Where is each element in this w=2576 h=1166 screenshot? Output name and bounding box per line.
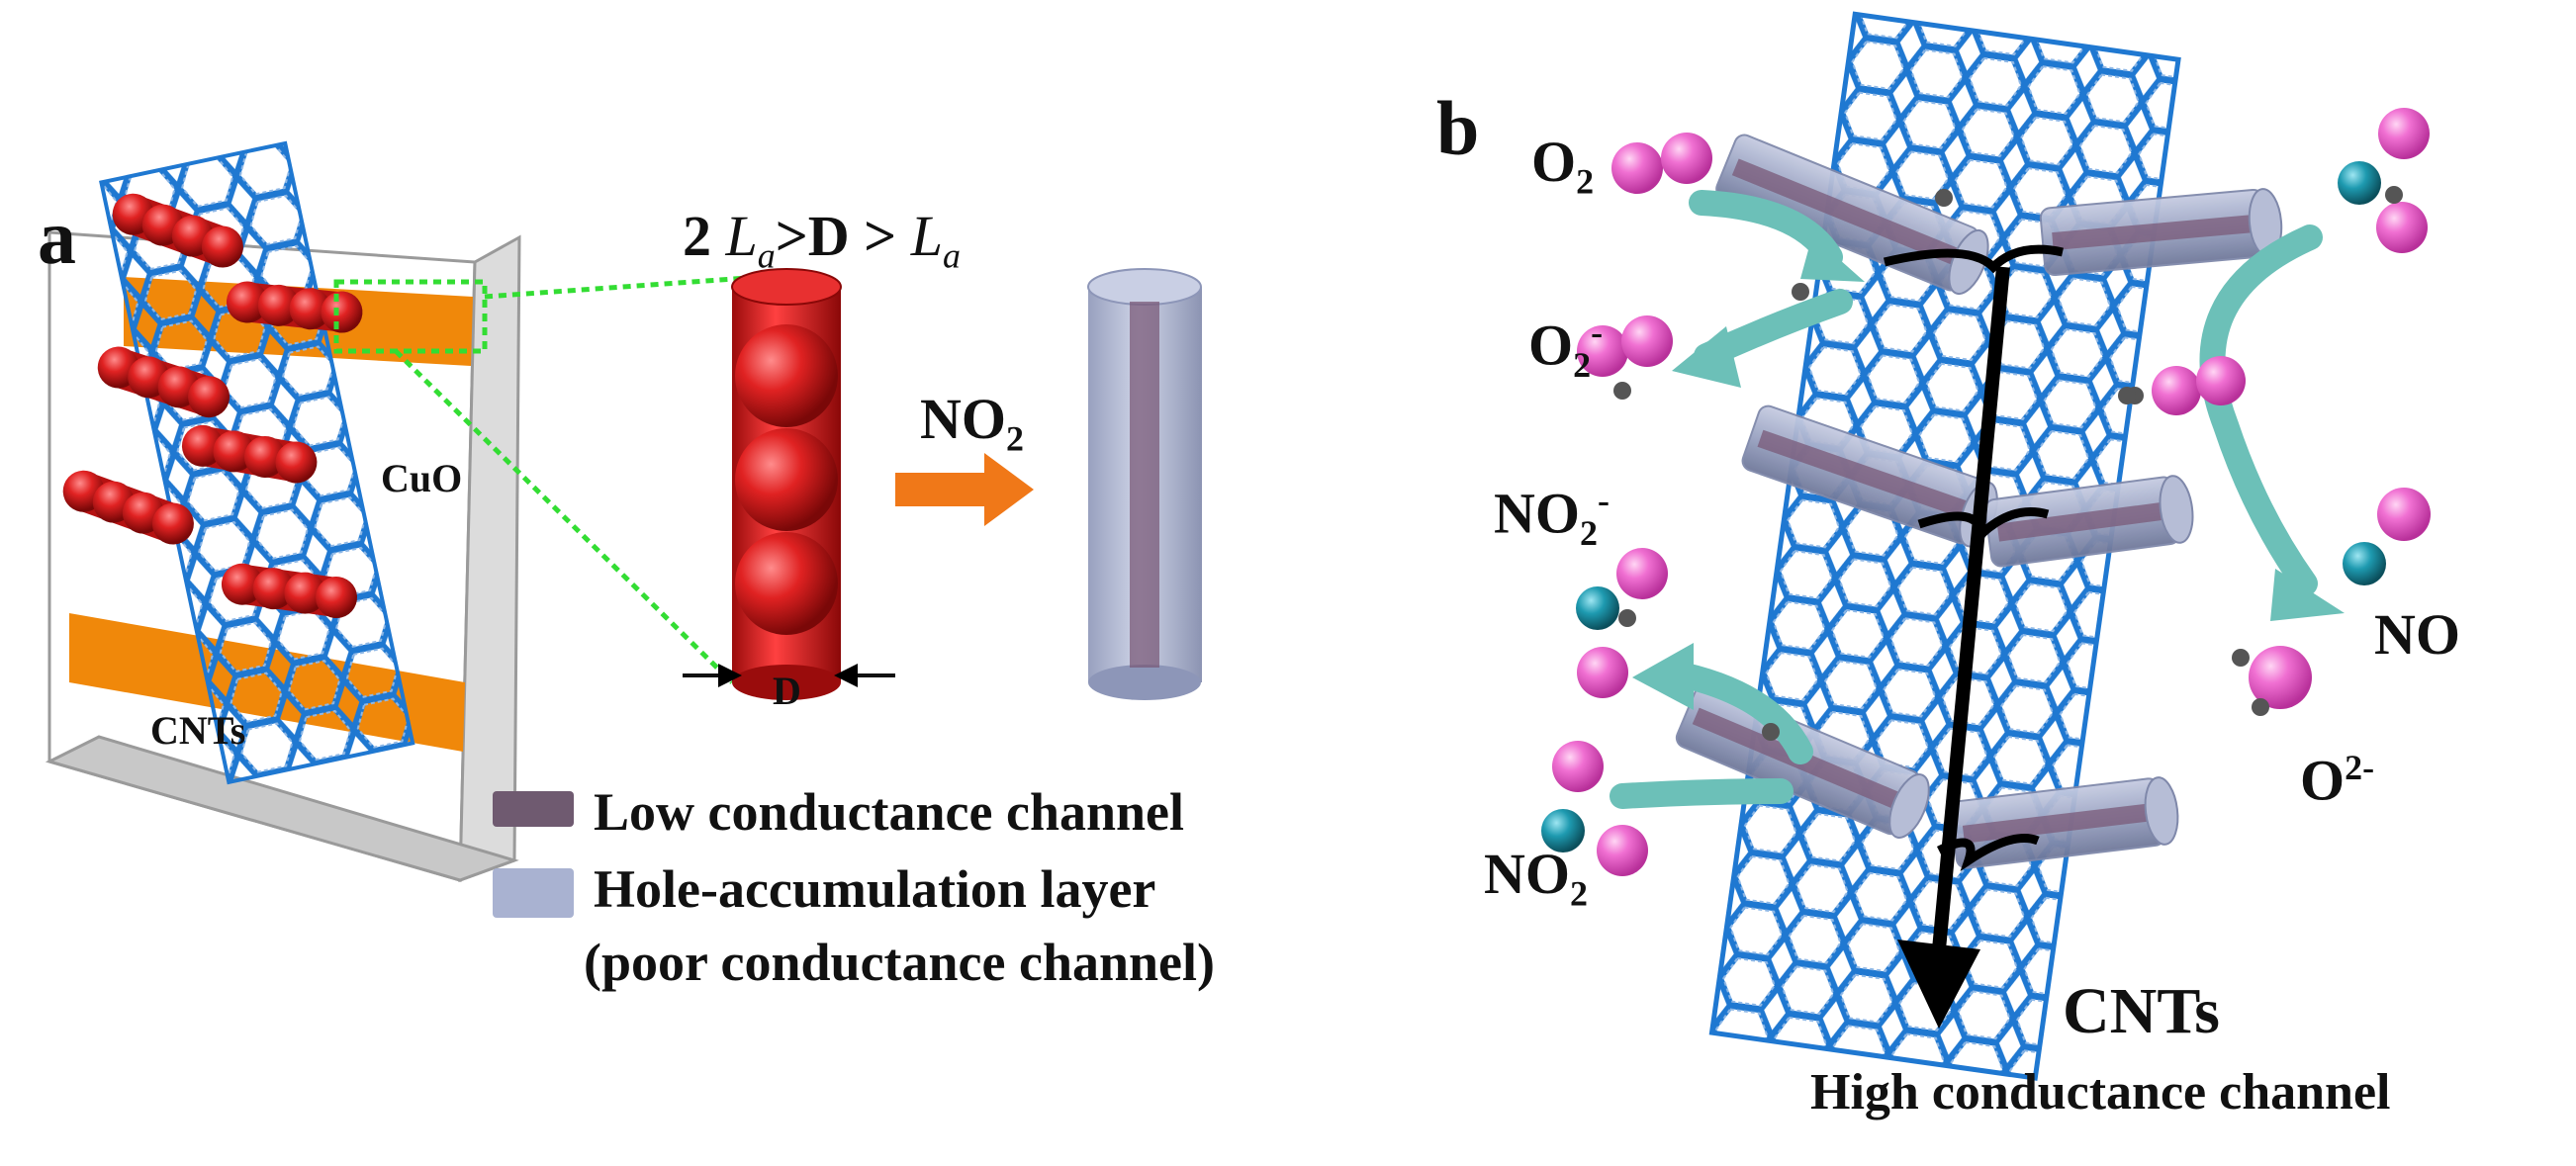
molecules bbox=[1541, 108, 2431, 876]
reaction-arrow bbox=[895, 453, 1034, 526]
cuo-rod bbox=[62, 470, 194, 545]
legend-hole-layer-note: (poor conductance channel) bbox=[584, 933, 1216, 992]
cuo-rod bbox=[97, 346, 230, 418]
label-o2: O2 bbox=[1531, 130, 1595, 202]
low-conductance-core bbox=[1130, 302, 1159, 668]
substrate-bottom bbox=[45, 735, 519, 882]
legend-swatch-low bbox=[493, 791, 574, 827]
cuo-rod bbox=[112, 193, 243, 268]
hole-layer-pillar bbox=[1087, 268, 1202, 700]
cnts-label-a: CNTs bbox=[150, 708, 246, 753]
label-o2-minus: O2- bbox=[1528, 313, 1604, 385]
cuo-label: CuO bbox=[381, 456, 463, 500]
guide-line-top bbox=[484, 274, 763, 300]
diameter-label: D bbox=[773, 669, 801, 713]
selection-box bbox=[333, 279, 488, 354]
panel-b-letter: b bbox=[1436, 85, 1480, 171]
legend-swatch-hole bbox=[493, 868, 574, 918]
label-o2-ion: O2- bbox=[2300, 748, 2375, 813]
label-no: NO bbox=[2374, 602, 2460, 667]
panel-a bbox=[45, 140, 1202, 918]
panel-b bbox=[1541, 11, 2431, 1081]
legend-low-conductance: Low conductance channel bbox=[594, 782, 1185, 842]
high-conductance-label: High conductance channel bbox=[1810, 1064, 2391, 1121]
gas-label-no2: NO2 bbox=[920, 387, 1024, 459]
cuo-rod-b bbox=[2039, 188, 2283, 277]
high-conductance-arrow bbox=[1883, 244, 2064, 1029]
guide-line-bottom bbox=[394, 349, 734, 684]
legend-hole-layer: Hole-accumulation layer bbox=[594, 859, 1156, 919]
cuo-rods bbox=[62, 193, 363, 619]
label-no2: NO2 bbox=[1484, 842, 1588, 914]
label-no2-minus: NO2- bbox=[1494, 481, 1610, 553]
cuo-pillar bbox=[731, 268, 842, 700]
cuo-rod bbox=[221, 563, 358, 619]
flow-arrowheads bbox=[1632, 235, 2345, 710]
panel-a-letter: a bbox=[38, 194, 76, 280]
size-condition: 2 La>D > La bbox=[683, 204, 961, 276]
cuo-rod-b bbox=[1983, 475, 2194, 568]
cnts-label-b: CNTs bbox=[2063, 975, 2220, 1047]
cuo-rod bbox=[226, 281, 363, 333]
cuo-rod bbox=[181, 424, 318, 484]
